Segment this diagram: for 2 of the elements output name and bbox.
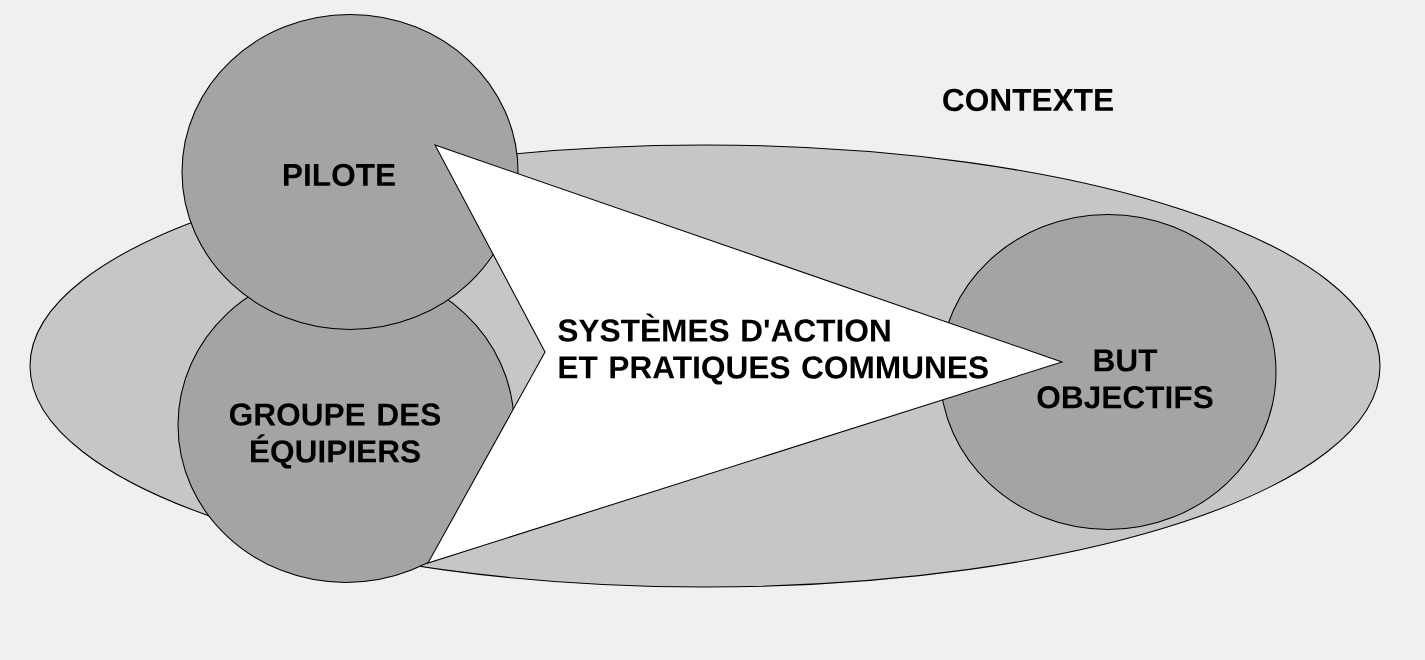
chevron-arrow — [426, 144, 1064, 564]
heading-text: CONTEXTE — [943, 88, 1113, 112]
